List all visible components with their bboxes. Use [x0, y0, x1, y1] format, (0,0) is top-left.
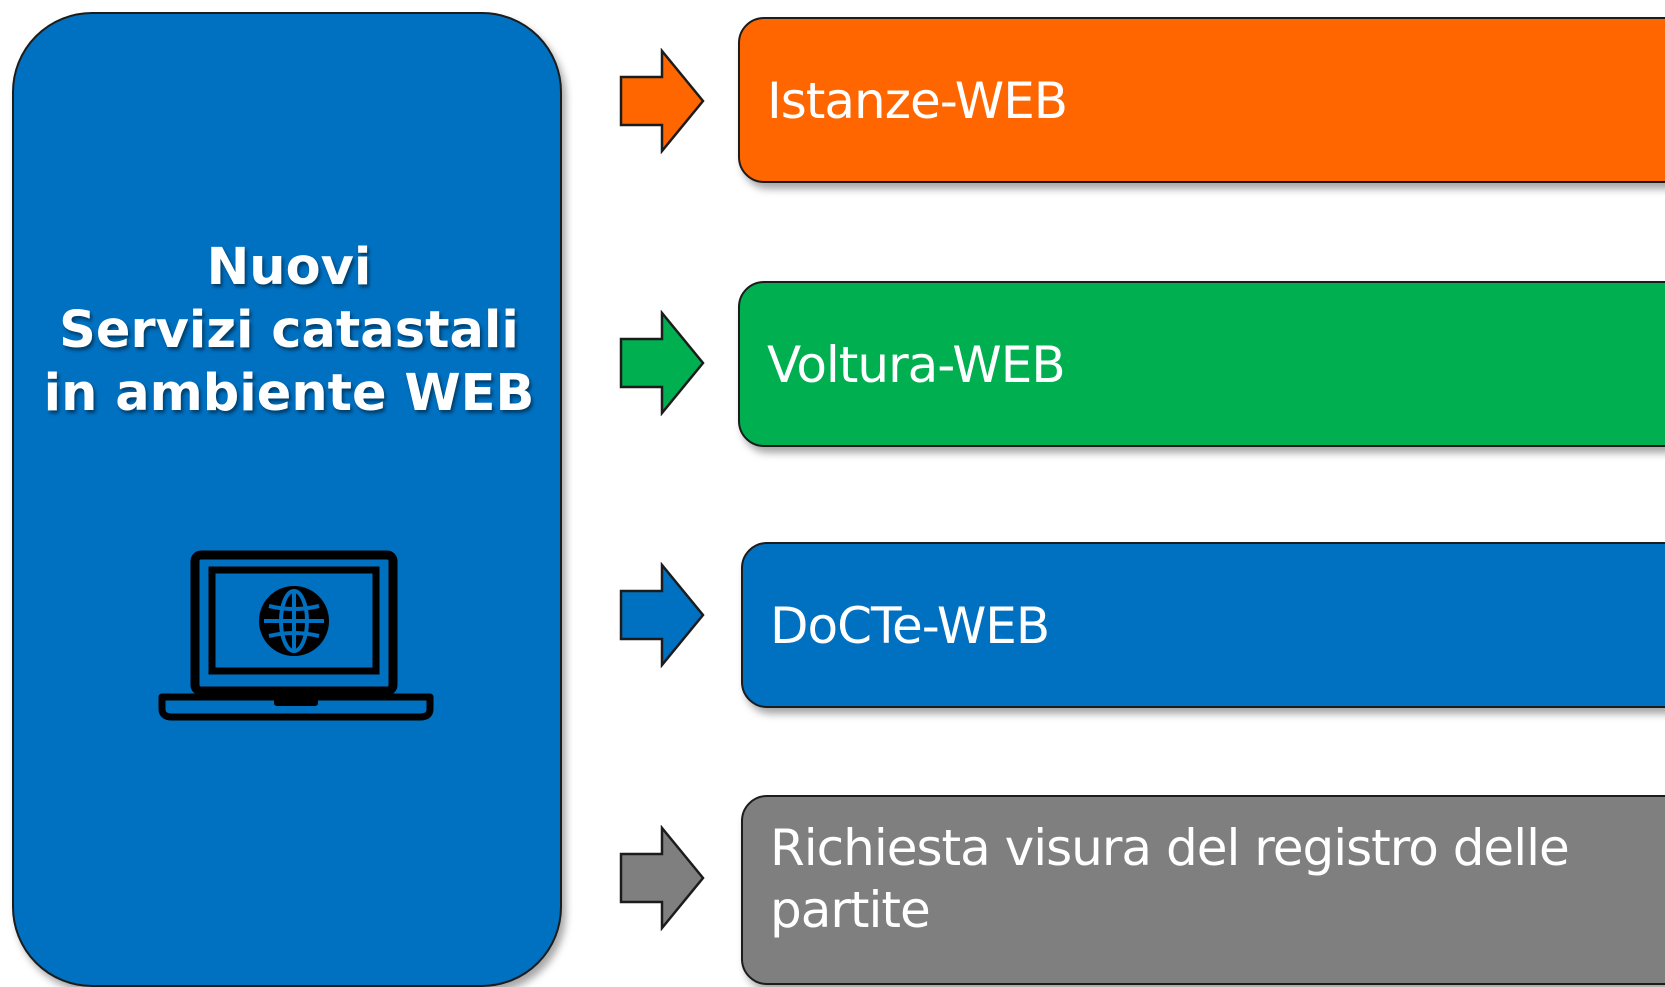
service-label: Voltura-WEB: [767, 336, 1066, 394]
main-title: Nuovi Servizi catastali in ambiente WEB: [14, 236, 564, 425]
service-box-docte-web[interactable]: DoCTe-WEB: [741, 542, 1665, 708]
main-panel: Nuovi Servizi catastali in ambiente WEB: [12, 12, 562, 987]
main-title-line-1: Nuovi: [206, 238, 372, 297]
right-arrow-icon: [619, 562, 705, 668]
right-arrow-icon: [619, 310, 705, 416]
laptop-globe-icon: [158, 550, 434, 721]
right-arrow-icon: [619, 48, 705, 154]
service-label: DoCTe-WEB: [770, 597, 1050, 655]
service-box-richiesta-visura[interactable]: Richiesta visura del registro delle part…: [741, 795, 1665, 985]
service-label: Richiesta visura del registro delle part…: [770, 819, 1570, 939]
service-box-voltura-web[interactable]: Voltura-WEB: [738, 281, 1665, 447]
main-title-line-2: Servizi catastali: [59, 301, 519, 360]
service-box-istanze-web[interactable]: Istanze-WEB: [738, 17, 1665, 183]
right-arrow-icon: [619, 825, 705, 931]
main-title-line-3: in ambiente WEB: [43, 364, 535, 423]
service-label: Istanze-WEB: [767, 72, 1068, 130]
